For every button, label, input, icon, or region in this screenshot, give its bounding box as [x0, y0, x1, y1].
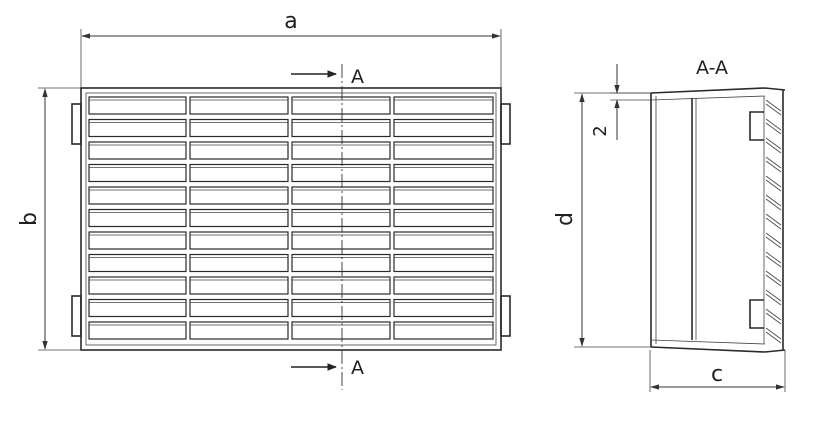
grille-slat — [393, 208, 494, 228]
grille-slat — [189, 276, 289, 295]
grille-slat — [88, 276, 187, 295]
section-blade — [765, 156, 782, 173]
dimension-c-label: c — [711, 362, 723, 387]
section-blade — [765, 232, 782, 249]
section-blade — [765, 118, 782, 135]
section-blade — [765, 137, 782, 154]
grille-slat — [189, 208, 289, 228]
section-profile — [650, 87, 786, 353]
dimension-d: d — [553, 92, 652, 348]
section-blade — [765, 289, 782, 306]
grille-slat — [393, 186, 494, 205]
grille-slats — [88, 96, 494, 340]
grille-slat — [393, 118, 494, 138]
grille-slat — [291, 298, 391, 318]
grille-slat — [393, 298, 494, 318]
dimension-a: a — [80, 9, 502, 90]
grille-slat — [291, 253, 391, 273]
grille-slat — [189, 231, 289, 250]
section-blades — [765, 99, 782, 344]
mounting-clips — [71, 103, 511, 337]
grille-inner-frame — [85, 92, 497, 346]
grille-slat — [88, 231, 187, 250]
grille-slat — [88, 141, 187, 160]
dimension-b: b — [17, 87, 82, 351]
grille-slat — [189, 321, 289, 340]
grille-slat — [189, 96, 289, 115]
grille-slat — [291, 118, 391, 138]
front-view: a b A A — [17, 9, 511, 390]
section-blade — [765, 308, 782, 325]
grille-slat — [393, 253, 494, 273]
section-blade — [765, 194, 782, 211]
grille-slat — [393, 141, 494, 160]
grille-slat — [291, 208, 391, 228]
section-blade — [765, 213, 782, 230]
grille-slat — [291, 186, 391, 205]
section-blade — [765, 175, 782, 192]
grille-slat — [291, 231, 391, 250]
grille-slat — [88, 163, 187, 183]
grille-slat — [291, 96, 391, 115]
grille-slat — [291, 141, 391, 160]
dimension-offset-label: 2 — [590, 125, 611, 136]
grille-slat — [189, 141, 289, 160]
grille-slat — [88, 186, 187, 205]
section-blade — [765, 327, 782, 344]
grille-slat — [393, 321, 494, 340]
grille-slat — [291, 276, 391, 295]
grille-slat — [88, 96, 187, 115]
grille-slat — [88, 253, 187, 273]
dimension-b-label: b — [17, 212, 42, 226]
grille-slat — [291, 321, 391, 340]
grille-slat — [393, 163, 494, 183]
section-title: A-A — [696, 57, 728, 79]
grille-slat — [88, 298, 187, 318]
section-marker-bottom: A — [351, 357, 364, 379]
grille-slat — [393, 276, 494, 295]
grille-slat — [88, 208, 187, 228]
grille-slat — [189, 186, 289, 205]
grille-slat — [189, 253, 289, 273]
dimension-a-label: a — [284, 9, 297, 34]
grille-frame — [80, 87, 502, 351]
grille-slat — [88, 321, 187, 340]
dimension-c: c — [649, 350, 786, 392]
section-line-a-a: A A — [291, 64, 364, 390]
section-marker-top: A — [351, 66, 364, 88]
grille-slat — [189, 298, 289, 318]
section-view: A-A d 2 c — [553, 57, 786, 392]
section-blade — [765, 251, 782, 268]
grille-slat — [189, 118, 289, 138]
dimension-offset: 2 — [590, 64, 652, 140]
section-blade — [765, 99, 782, 116]
section-blade — [765, 270, 782, 287]
grille-slat — [291, 163, 391, 183]
grille-slat — [393, 231, 494, 250]
dimension-d-label: d — [553, 212, 578, 226]
grille-slat — [189, 163, 289, 183]
grille-slat — [88, 118, 187, 138]
grille-slat — [393, 96, 494, 115]
